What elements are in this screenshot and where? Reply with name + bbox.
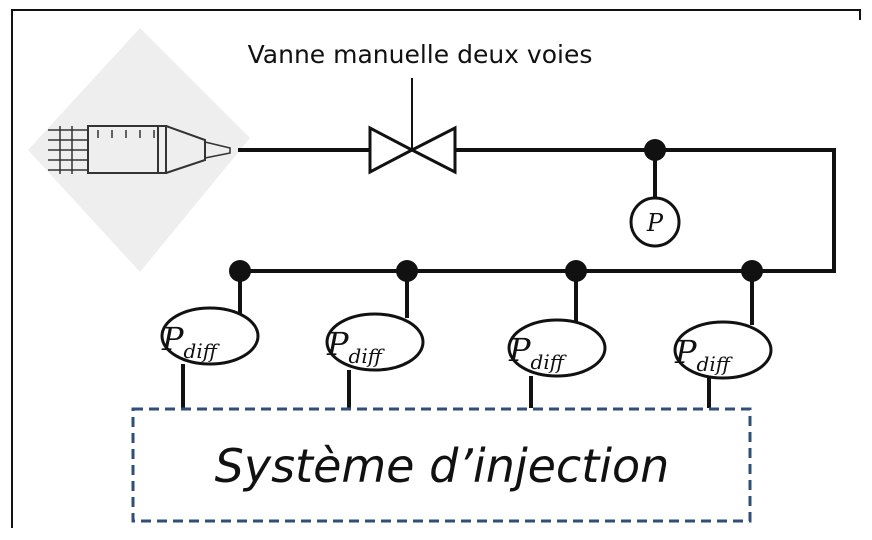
- diff-gauge-symbol-1: P: [161, 320, 184, 358]
- valve-label: Vanne manuelle deux voies: [248, 40, 593, 69]
- injection-system-label: Système d’injection: [215, 439, 670, 493]
- pressure-gauge-icon: [629, 196, 681, 248]
- diff-gauge-2: Pdiff: [325, 260, 425, 408]
- diff-gauge-symbol-3: P: [508, 331, 531, 369]
- diff-gauge-symbol-2: P: [326, 325, 349, 363]
- diff-gauge-1: Pdiff: [160, 260, 260, 408]
- diff-gauge-icon-2: [325, 312, 425, 372]
- svg-text:Pdiff: Pdiff: [326, 325, 386, 368]
- syringe-icon: [28, 28, 250, 272]
- svg-text:Pdiff: Pdiff: [674, 333, 734, 376]
- diff-gauge-subscript-2: diff: [349, 344, 386, 368]
- diff-gauge-3: Pdiff: [507, 260, 607, 408]
- diff-gauge-subscript-4: diff: [697, 352, 734, 376]
- diff-gauge-symbol-4: P: [674, 333, 697, 371]
- diff-gauge-icon-3: [507, 318, 607, 378]
- diff-gauge-subscript-3: diff: [531, 350, 568, 374]
- diff-gauge-subscript-1: diff: [184, 339, 221, 363]
- diff-gauge-icon-1: [160, 306, 260, 366]
- svg-text:Pdiff: Pdiff: [508, 331, 568, 374]
- svg-text:Pdiff: Pdiff: [161, 320, 221, 363]
- pressure-gauge-label: P: [646, 209, 664, 237]
- diff-gauge-icon-4: [673, 320, 773, 380]
- manual-valve-icon: [368, 78, 457, 175]
- diff-gauge-4: Pdiff: [673, 260, 773, 408]
- frame-border: [11, 9, 861, 528]
- injection-system-box: [131, 407, 752, 523]
